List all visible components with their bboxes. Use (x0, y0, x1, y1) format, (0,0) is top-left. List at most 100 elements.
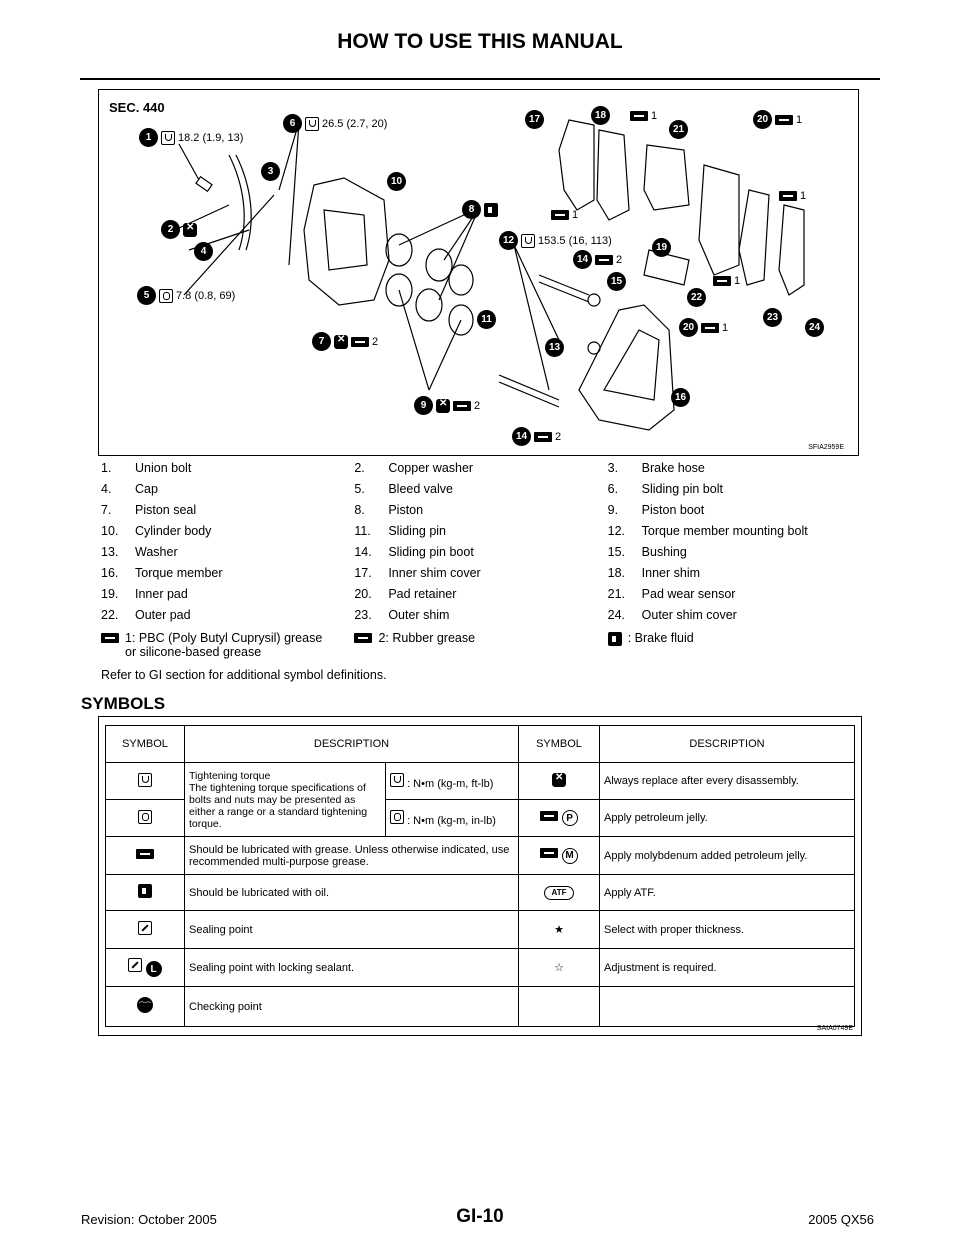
header-symbol-1: SYMBOL (105, 725, 185, 763)
torque-icon (390, 772, 404, 787)
filled-star-icon: ★ (518, 910, 600, 949)
grease-icon (540, 810, 559, 821)
grease-icon (136, 849, 154, 859)
locking-sealant-description: Sealing point with locking sealant. (184, 948, 519, 987)
page-number: GI-10 (456, 1206, 504, 1227)
figure-code: SFIA2959E (808, 444, 844, 451)
thickness-description: Select with proper thickness. (599, 910, 855, 949)
grease-icon (551, 210, 569, 220)
oil-icon (138, 884, 152, 898)
grease-icon (453, 400, 471, 411)
symbols-figure-code: SAIA0749E (816, 1025, 853, 1032)
grease-icon (713, 276, 731, 286)
replace-icon (334, 334, 348, 349)
sealing-point-icon (138, 921, 152, 935)
torque-icon (138, 772, 152, 787)
callout-16: 16 (671, 388, 690, 407)
brake-fluid-icon (484, 202, 498, 217)
grease-label-1c: 1 (779, 190, 806, 202)
torque-inlb-symbol-cell (105, 799, 185, 837)
symbols-table-box: SYMBOL DESCRIPTION SYMBOL DESCRIPTION Ti… (98, 716, 862, 1036)
replace-icon (183, 222, 197, 237)
grease-2-note: 2: Rubber grease (378, 631, 476, 645)
sealing-description: Sealing point (184, 910, 519, 949)
grease-icon (779, 191, 797, 201)
oil-description: Should be lubricated with oil. (184, 874, 519, 911)
torque-inlb-icon (138, 809, 152, 824)
torque-icon (305, 116, 319, 131)
grease-icon (540, 848, 559, 858)
callout-7: 72 (312, 332, 378, 351)
brake-caliper-drawing (178, 119, 805, 431)
callout-22: 22 (687, 288, 706, 307)
brake-fluid-icon (607, 632, 622, 646)
grease-label-1a: 1 (551, 209, 578, 221)
grease-icon (534, 431, 552, 442)
header-description-1: DESCRIPTION (184, 725, 519, 763)
replace-icon (552, 772, 566, 787)
symbols-table: SYMBOL DESCRIPTION SYMBOL DESCRIPTION Ti… (105, 725, 855, 1027)
checking-point-icon (137, 997, 153, 1013)
petroleum-jelly-symbol-cell: P (518, 799, 600, 837)
petroleum-jelly-description: Apply petroleum jelly. (599, 799, 855, 837)
callout-17: 17 (525, 110, 544, 129)
grease-icon (630, 110, 648, 121)
header-rule (80, 78, 880, 80)
grease-icon (701, 322, 719, 333)
header-symbol-2: SYMBOL (518, 725, 600, 763)
torque-inlb-icon (159, 288, 173, 303)
callout-23: 23 (763, 308, 782, 327)
torque-symbol-cell (105, 762, 185, 800)
refer-note: Refer to GI section for additional symbo… (101, 668, 387, 682)
torque-unit-ftlb: : N•m (kg-m, ft-lb) (385, 762, 519, 800)
grease-icon (775, 114, 793, 125)
outline-star-icon: ☆ (518, 948, 600, 987)
replace-icon (436, 398, 450, 413)
callout-9: 92 (414, 396, 480, 415)
grease-icon (351, 336, 369, 347)
callout-15: 15 (607, 272, 626, 291)
section-label: SEC. 440 (109, 100, 165, 115)
grease-icon (595, 254, 613, 265)
grease-icon (101, 633, 119, 643)
callout-19: 19 (652, 238, 671, 257)
legend-symbol-notes: 1: PBC (Poly Butyl Cuprysil) grease or s… (101, 631, 861, 659)
header-description-2: DESCRIPTION (599, 725, 855, 763)
callout-8: 8 (462, 200, 498, 219)
locking-sealant-icon: L (145, 961, 162, 978)
callout-10: 10 (387, 172, 406, 191)
replace-symbol-cell (518, 762, 600, 800)
model-text: 2005 QX56 (808, 1212, 874, 1227)
brake-fluid-note: : Brake fluid (627, 631, 694, 645)
torque-icon (521, 233, 535, 248)
callout-24: 24 (805, 318, 824, 337)
molybdenum-icon: M (561, 847, 578, 864)
torque-unit-inlb: : N•m (kg-m, in-lb) (385, 799, 519, 837)
page-header-title: HOW TO USE THIS MANUAL (337, 30, 623, 53)
callout-3: 3 (261, 162, 280, 181)
grease-1-note: 1: PBC (Poly Butyl Cuprysil) grease or s… (125, 631, 323, 659)
atf-icon: ATF (544, 885, 574, 900)
adjustment-description: Adjustment is required. (599, 948, 855, 987)
symbols-heading: SYMBOLS (81, 694, 166, 713)
grease-description: Should be lubricated with grease. Unless… (184, 836, 519, 875)
callout-21: 21 (669, 120, 688, 139)
callout-4: 4 (194, 242, 213, 261)
torque-icon (161, 130, 175, 145)
callout-13: 13 (545, 338, 564, 357)
torque-description: Tightening torque The tightening torque … (184, 762, 386, 837)
callout-2: 2 (161, 220, 197, 239)
revision-text: Revision: October 2005 (81, 1212, 217, 1227)
replace-description: Always replace after every disassembly. (599, 762, 855, 800)
callout-11: 11 (477, 310, 496, 329)
atf-description: Apply ATF. (599, 874, 855, 911)
